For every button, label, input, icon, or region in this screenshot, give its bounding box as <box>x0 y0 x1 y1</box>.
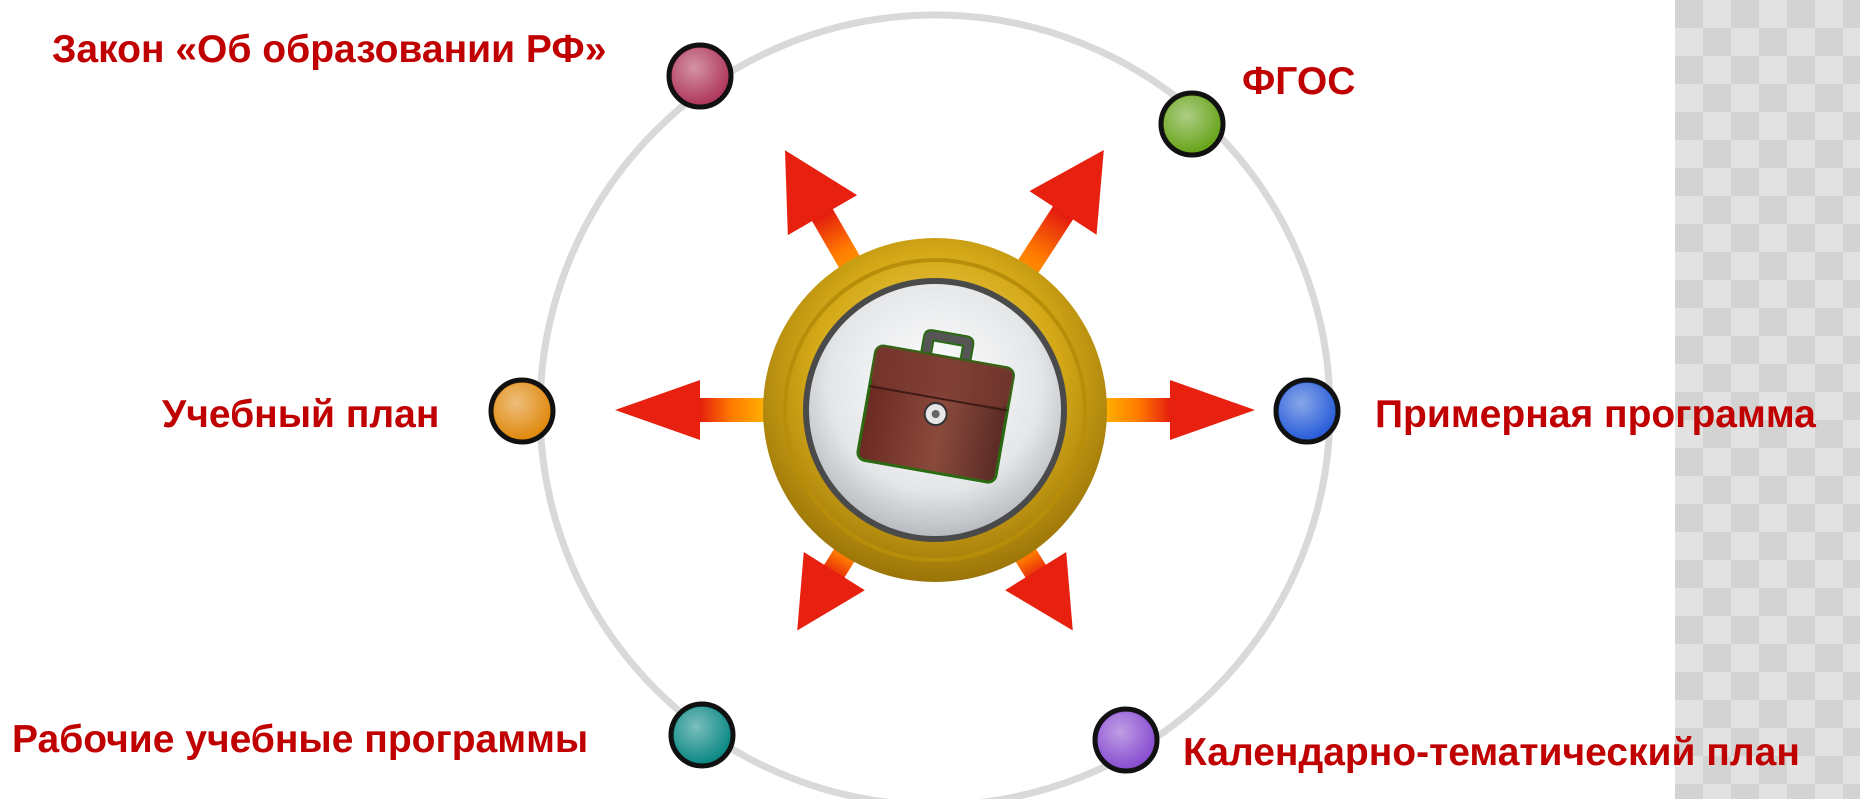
arrow-to-curriculum <box>615 380 775 440</box>
node-law <box>666 42 734 110</box>
node-model-program <box>1273 377 1341 445</box>
decorative-side-panel <box>1675 0 1860 799</box>
node-calendar-plan <box>1092 706 1160 774</box>
label-curriculum: Учебный план <box>162 393 440 436</box>
briefcase-icon <box>856 329 1015 484</box>
label-model-program: Примерная программа <box>1375 393 1816 436</box>
label-work-programs: Рабочие учебные программы <box>12 718 589 761</box>
node-fgos <box>1158 90 1226 158</box>
arrow-to-model-program <box>1095 380 1255 440</box>
node-work-programs <box>668 701 736 769</box>
label-fgos: ФГОС <box>1242 60 1356 103</box>
node-curriculum <box>488 377 556 445</box>
label-law: Закон «Об образовании РФ» <box>52 28 607 71</box>
label-calendar-plan: Календарно-тематический план <box>1183 731 1800 774</box>
